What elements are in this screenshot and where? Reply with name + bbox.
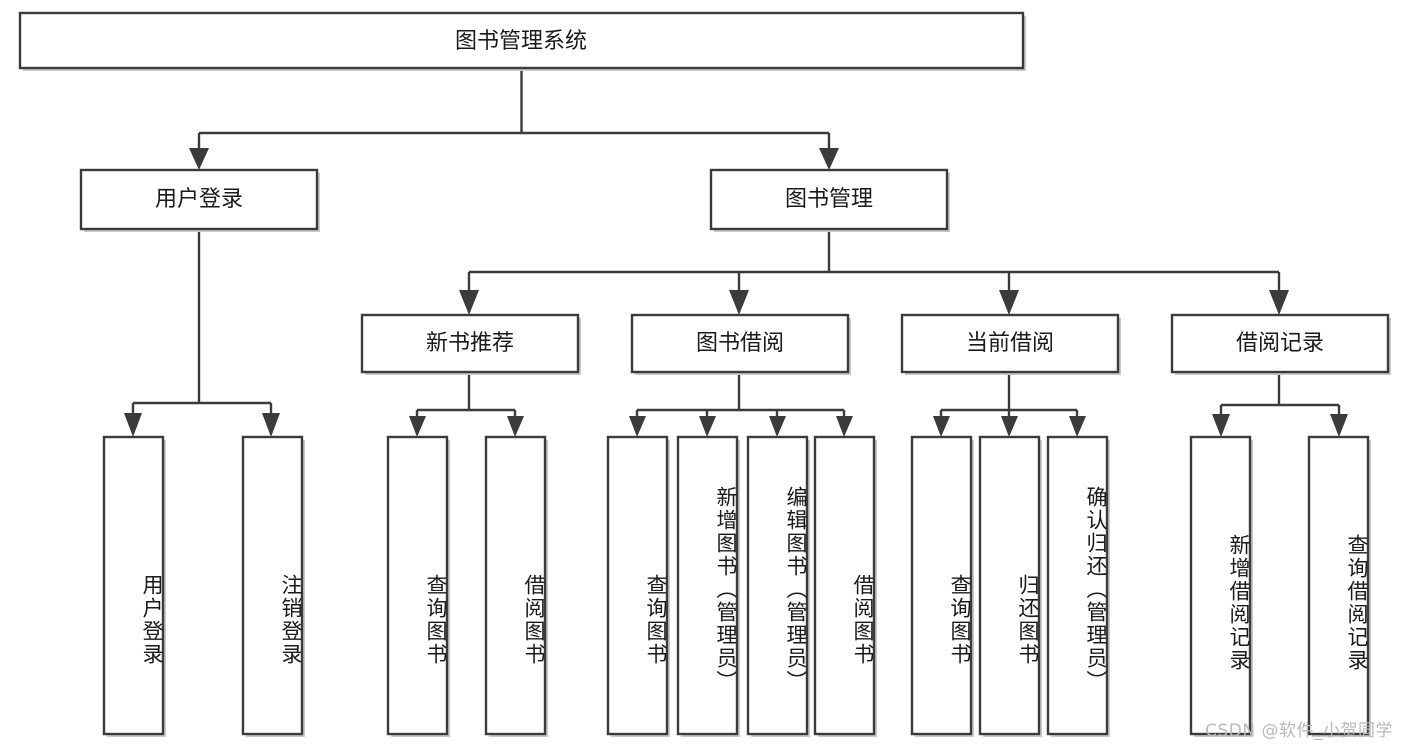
arrowhead-book-borrow bbox=[729, 290, 749, 315]
arrowhead-new-book-recommend bbox=[459, 290, 479, 315]
arrowhead-leaf-borrow-book-b bbox=[836, 416, 853, 437]
arrowhead-current-borrow bbox=[999, 290, 1019, 315]
user-login-label: 用户登录 bbox=[155, 187, 243, 212]
leaf-box-user-login[interactable] bbox=[102, 435, 165, 736]
user-login-box[interactable] bbox=[79, 168, 319, 231]
leaf-box-add-record[interactable] bbox=[1189, 435, 1252, 736]
arrowhead-borrow-record bbox=[1269, 290, 1289, 315]
node-current-borrow[interactable]: 当前借阅 bbox=[900, 313, 1121, 375]
node-borrow-record[interactable]: 借阅记录 bbox=[1170, 313, 1391, 375]
arrowhead-leaf-query-book-c bbox=[933, 416, 950, 437]
node-root[interactable]: 图书管理系统 bbox=[18, 11, 1026, 71]
arrowhead-leaf-logout bbox=[262, 413, 280, 437]
arrowhead-user-login bbox=[189, 148, 209, 170]
connector-layer bbox=[124, 68, 1348, 437]
leaf-box-query-book-a[interactable] bbox=[386, 435, 449, 736]
node-user-login[interactable]: 用户登录 bbox=[79, 168, 320, 232]
root-box[interactable] bbox=[18, 11, 1025, 70]
node-book-borrow[interactable]: 图书借阅 bbox=[630, 313, 851, 375]
arrowhead-leaf-add-book bbox=[699, 416, 716, 437]
leaf-box-borrow-book-b[interactable] bbox=[813, 435, 876, 736]
book-management-box[interactable] bbox=[709, 168, 949, 231]
leaf-box-query-book-c[interactable] bbox=[910, 435, 973, 736]
borrow-record-box[interactable] bbox=[1170, 313, 1390, 374]
leaf-box-logout[interactable] bbox=[241, 435, 304, 736]
node-new-book-recommend[interactable]: 新书推荐 bbox=[360, 313, 581, 375]
new-book-recommend-label: 新书推荐 bbox=[426, 331, 514, 356]
leaf-box-query-record[interactable] bbox=[1307, 435, 1370, 736]
book-borrow-label: 图书借阅 bbox=[696, 331, 784, 356]
book-borrow-box[interactable] bbox=[630, 313, 850, 374]
borrow-record-label: 借阅记录 bbox=[1236, 331, 1324, 356]
leaf-box-edit-book[interactable] bbox=[746, 435, 809, 736]
arrowhead-leaf-query-book-a bbox=[409, 416, 426, 437]
arrowhead-leaf-query-record bbox=[1330, 414, 1348, 437]
arrowhead-leaf-edit-book bbox=[769, 416, 786, 437]
root-label: 图书管理系统 bbox=[455, 29, 587, 54]
arrowhead-book-mgmt bbox=[819, 148, 839, 170]
leaf-box-borrow-book-a[interactable] bbox=[484, 435, 547, 736]
leaf-box-query-book-b[interactable] bbox=[606, 435, 669, 736]
arrowhead-leaf-confirm-return bbox=[1069, 416, 1086, 437]
book-management-label: 图书管理 bbox=[785, 187, 873, 212]
arrowhead-leaf-user-login bbox=[124, 413, 142, 437]
leaf-box-return-book[interactable] bbox=[978, 435, 1041, 736]
csdn-watermark: CSDN @软件_小贺同学 bbox=[1205, 721, 1393, 741]
arrowhead-leaf-borrow-book-a bbox=[507, 416, 524, 437]
leaf-box-add-book[interactable] bbox=[676, 435, 739, 736]
arrowhead-leaf-return-book bbox=[1001, 416, 1018, 437]
current-borrow-label: 当前借阅 bbox=[966, 331, 1054, 356]
node-book-management[interactable]: 图书管理 bbox=[709, 168, 950, 232]
new-book-recommend-box[interactable] bbox=[360, 313, 580, 374]
arrowhead-leaf-query-book-b bbox=[629, 416, 646, 437]
current-borrow-box[interactable] bbox=[900, 313, 1120, 374]
leaf-box-layer bbox=[102, 435, 1371, 737]
arrowhead-leaf-add-record bbox=[1212, 414, 1230, 437]
leaf-box-confirm-return[interactable] bbox=[1046, 435, 1109, 736]
